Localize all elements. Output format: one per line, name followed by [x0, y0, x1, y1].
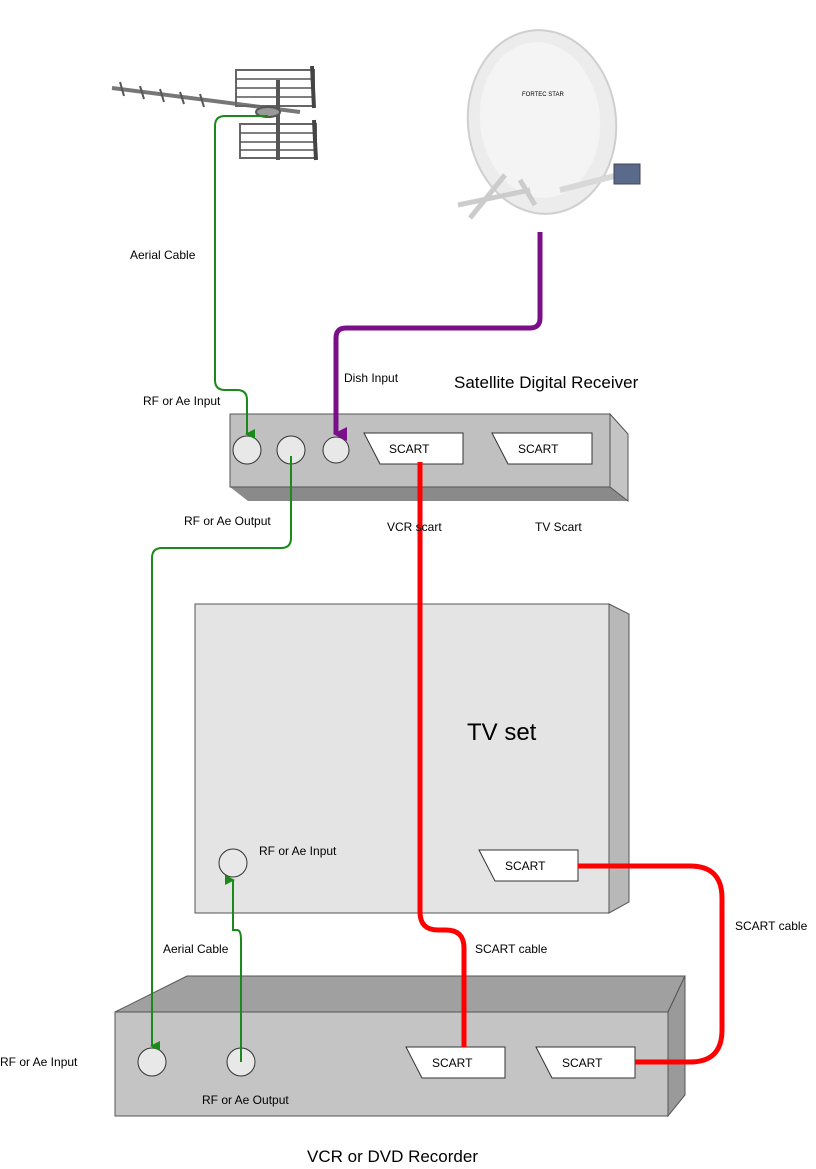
satellite-receiver-box: SCART SCART: [229, 412, 629, 503]
vcr-scart-caption: VCR scart: [387, 520, 442, 534]
satellite-dish: FORTEC STAR: [457, 29, 641, 220]
receiver-tv-scart-port: SCART: [491, 432, 593, 465]
satellite-receiver-title: Satellite Digital Receiver: [454, 373, 639, 392]
vcr-rf-input-label: RF or Ae Input: [0, 1055, 78, 1069]
aerial-cable-receiver-to-vcr: [150, 456, 292, 1051]
vcr-rf-input-port: [137, 1047, 167, 1077]
scart-cable-right-label: SCART cable: [735, 919, 808, 933]
aerial-cable-vcr-to-tv: [225, 875, 242, 1062]
tv-scart-caption: TV Scart: [535, 520, 582, 534]
vcr-left-scart-label: SCART: [432, 1056, 473, 1070]
receiver-vcr-scart-port: SCART: [363, 432, 464, 465]
receiver-dish-input-port: [322, 436, 350, 464]
vcr-left-scart-port: SCART: [405, 1046, 506, 1079]
tv-rf-input-port: [218, 848, 248, 878]
receiver-tv-scart-label: SCART: [518, 442, 559, 456]
scart-cable-receiver-to-vcr: [417, 462, 467, 1047]
tv-set-box: SCART: [194, 603, 630, 914]
aerial-cable-antenna-to-receiver: [214, 115, 268, 439]
scart-cable-tv-to-vcr: [578, 863, 725, 1065]
tv-scart-port: SCART: [478, 849, 579, 882]
aerial-cable-bottom-label: Aerial Cable: [163, 942, 229, 956]
dish-cable: [333, 232, 543, 441]
receiver-rf-input-port: [232, 435, 262, 465]
aerial-cable-top-label: Aerial Cable: [130, 248, 196, 262]
vcr-rf-output-label: RF or Ae Output: [202, 1093, 289, 1107]
receiver-vcr-scart-label: SCART: [389, 442, 430, 456]
vcr-right-scart-port: SCART: [535, 1046, 636, 1079]
vcr-dvd-title: VCR or DVD Recorder: [307, 1147, 478, 1166]
tv-aerial-antenna: [111, 65, 318, 161]
dish-brand-text: FORTEC STAR: [522, 92, 564, 98]
scart-cable-left-label: SCART cable: [475, 942, 548, 956]
receiver-rf-output-label: RF or Ae Output: [184, 514, 271, 528]
dish-input-label: Dish Input: [344, 371, 399, 385]
vcr-right-scart-label: SCART: [562, 1056, 603, 1070]
vcr-dvd-recorder-box: SCART SCART: [114, 975, 686, 1118]
receiver-rf-input-label: RF or Ae Input: [143, 394, 221, 408]
tv-set-title: TV set: [467, 719, 537, 746]
tv-scart-label: SCART: [505, 859, 546, 873]
tv-rf-input-label: RF or Ae Input: [259, 844, 337, 858]
